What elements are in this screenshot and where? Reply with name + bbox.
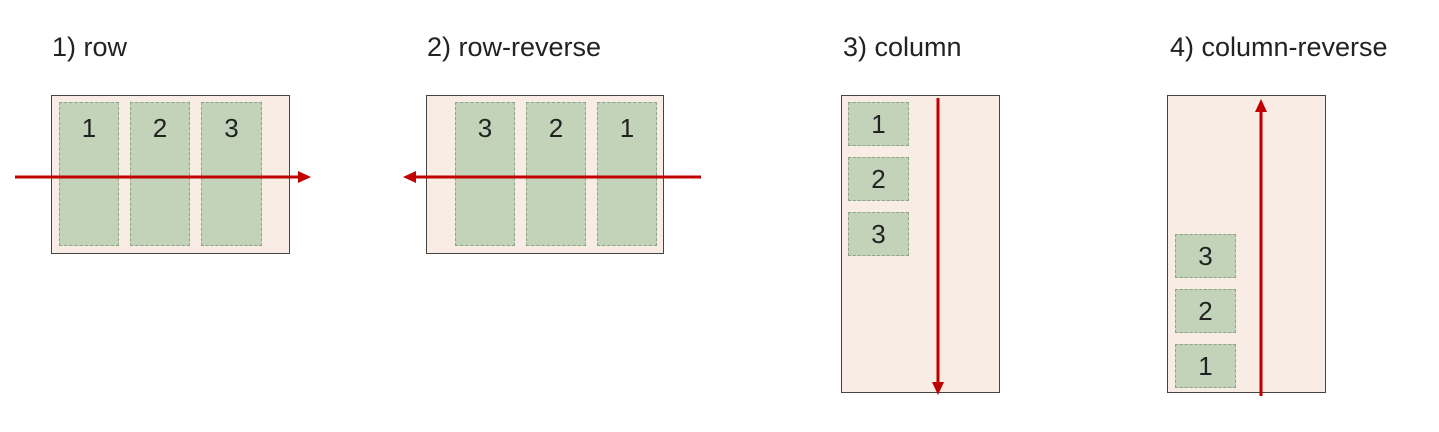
panel-row-reverse-item-3-label: 3 [477,113,493,143]
panel-row-reverse-title: 2) row-reverse [427,32,602,62]
panel-row-item-3-label: 3 [224,113,239,143]
panel-row-reverse-item-2-label: 2 [548,113,564,143]
panel-column-item-1: 1 [848,102,909,146]
panel-column-item-2: 2 [848,157,909,201]
panel-row-item-2: 2 [130,102,190,246]
panel-row-item-1-label: 1 [81,113,97,143]
panel-column-item-3: 3 [848,212,909,256]
panel-column-reverse-container: 3 2 1 [1167,95,1326,393]
panel-row-reverse-item-3: 3 [455,102,515,246]
panel-column-reverse-item-1: 1 [1175,344,1236,388]
panel-column-container: 1 2 3 [841,95,1000,393]
panel-column-reverse-item-2-label: 2 [1198,296,1213,326]
panel-row-container: 1 2 3 [51,95,290,254]
panel-row-reverse-item-2: 2 [526,102,586,246]
panel-row-item-3: 3 [201,102,262,246]
panel-row-reverse-item-1: 1 [597,102,657,246]
panel-column-reverse-item-2: 2 [1175,289,1236,333]
panel-column-reverse-title: 4) column-reverse [1170,32,1388,62]
panel-column-reverse-item-3: 3 [1175,234,1236,278]
panel-column-title: 3) column [843,32,962,62]
panel-column-reverse-item-1-label: 1 [1198,351,1213,381]
panel-column-item-2-label: 2 [871,164,886,194]
panel-row-item-1: 1 [59,102,119,246]
panel-row-reverse-container: 3 2 1 [426,95,664,254]
panel-column-item-1-label: 1 [871,109,886,139]
panel-row-title: 1) row [52,32,128,62]
panel-row-item-2-label: 2 [152,113,168,143]
panel-row-reverse-item-1-label: 1 [619,113,635,143]
panel-column-item-3-label: 3 [871,219,886,249]
panel-column-reverse-item-3-label: 3 [1198,241,1213,271]
